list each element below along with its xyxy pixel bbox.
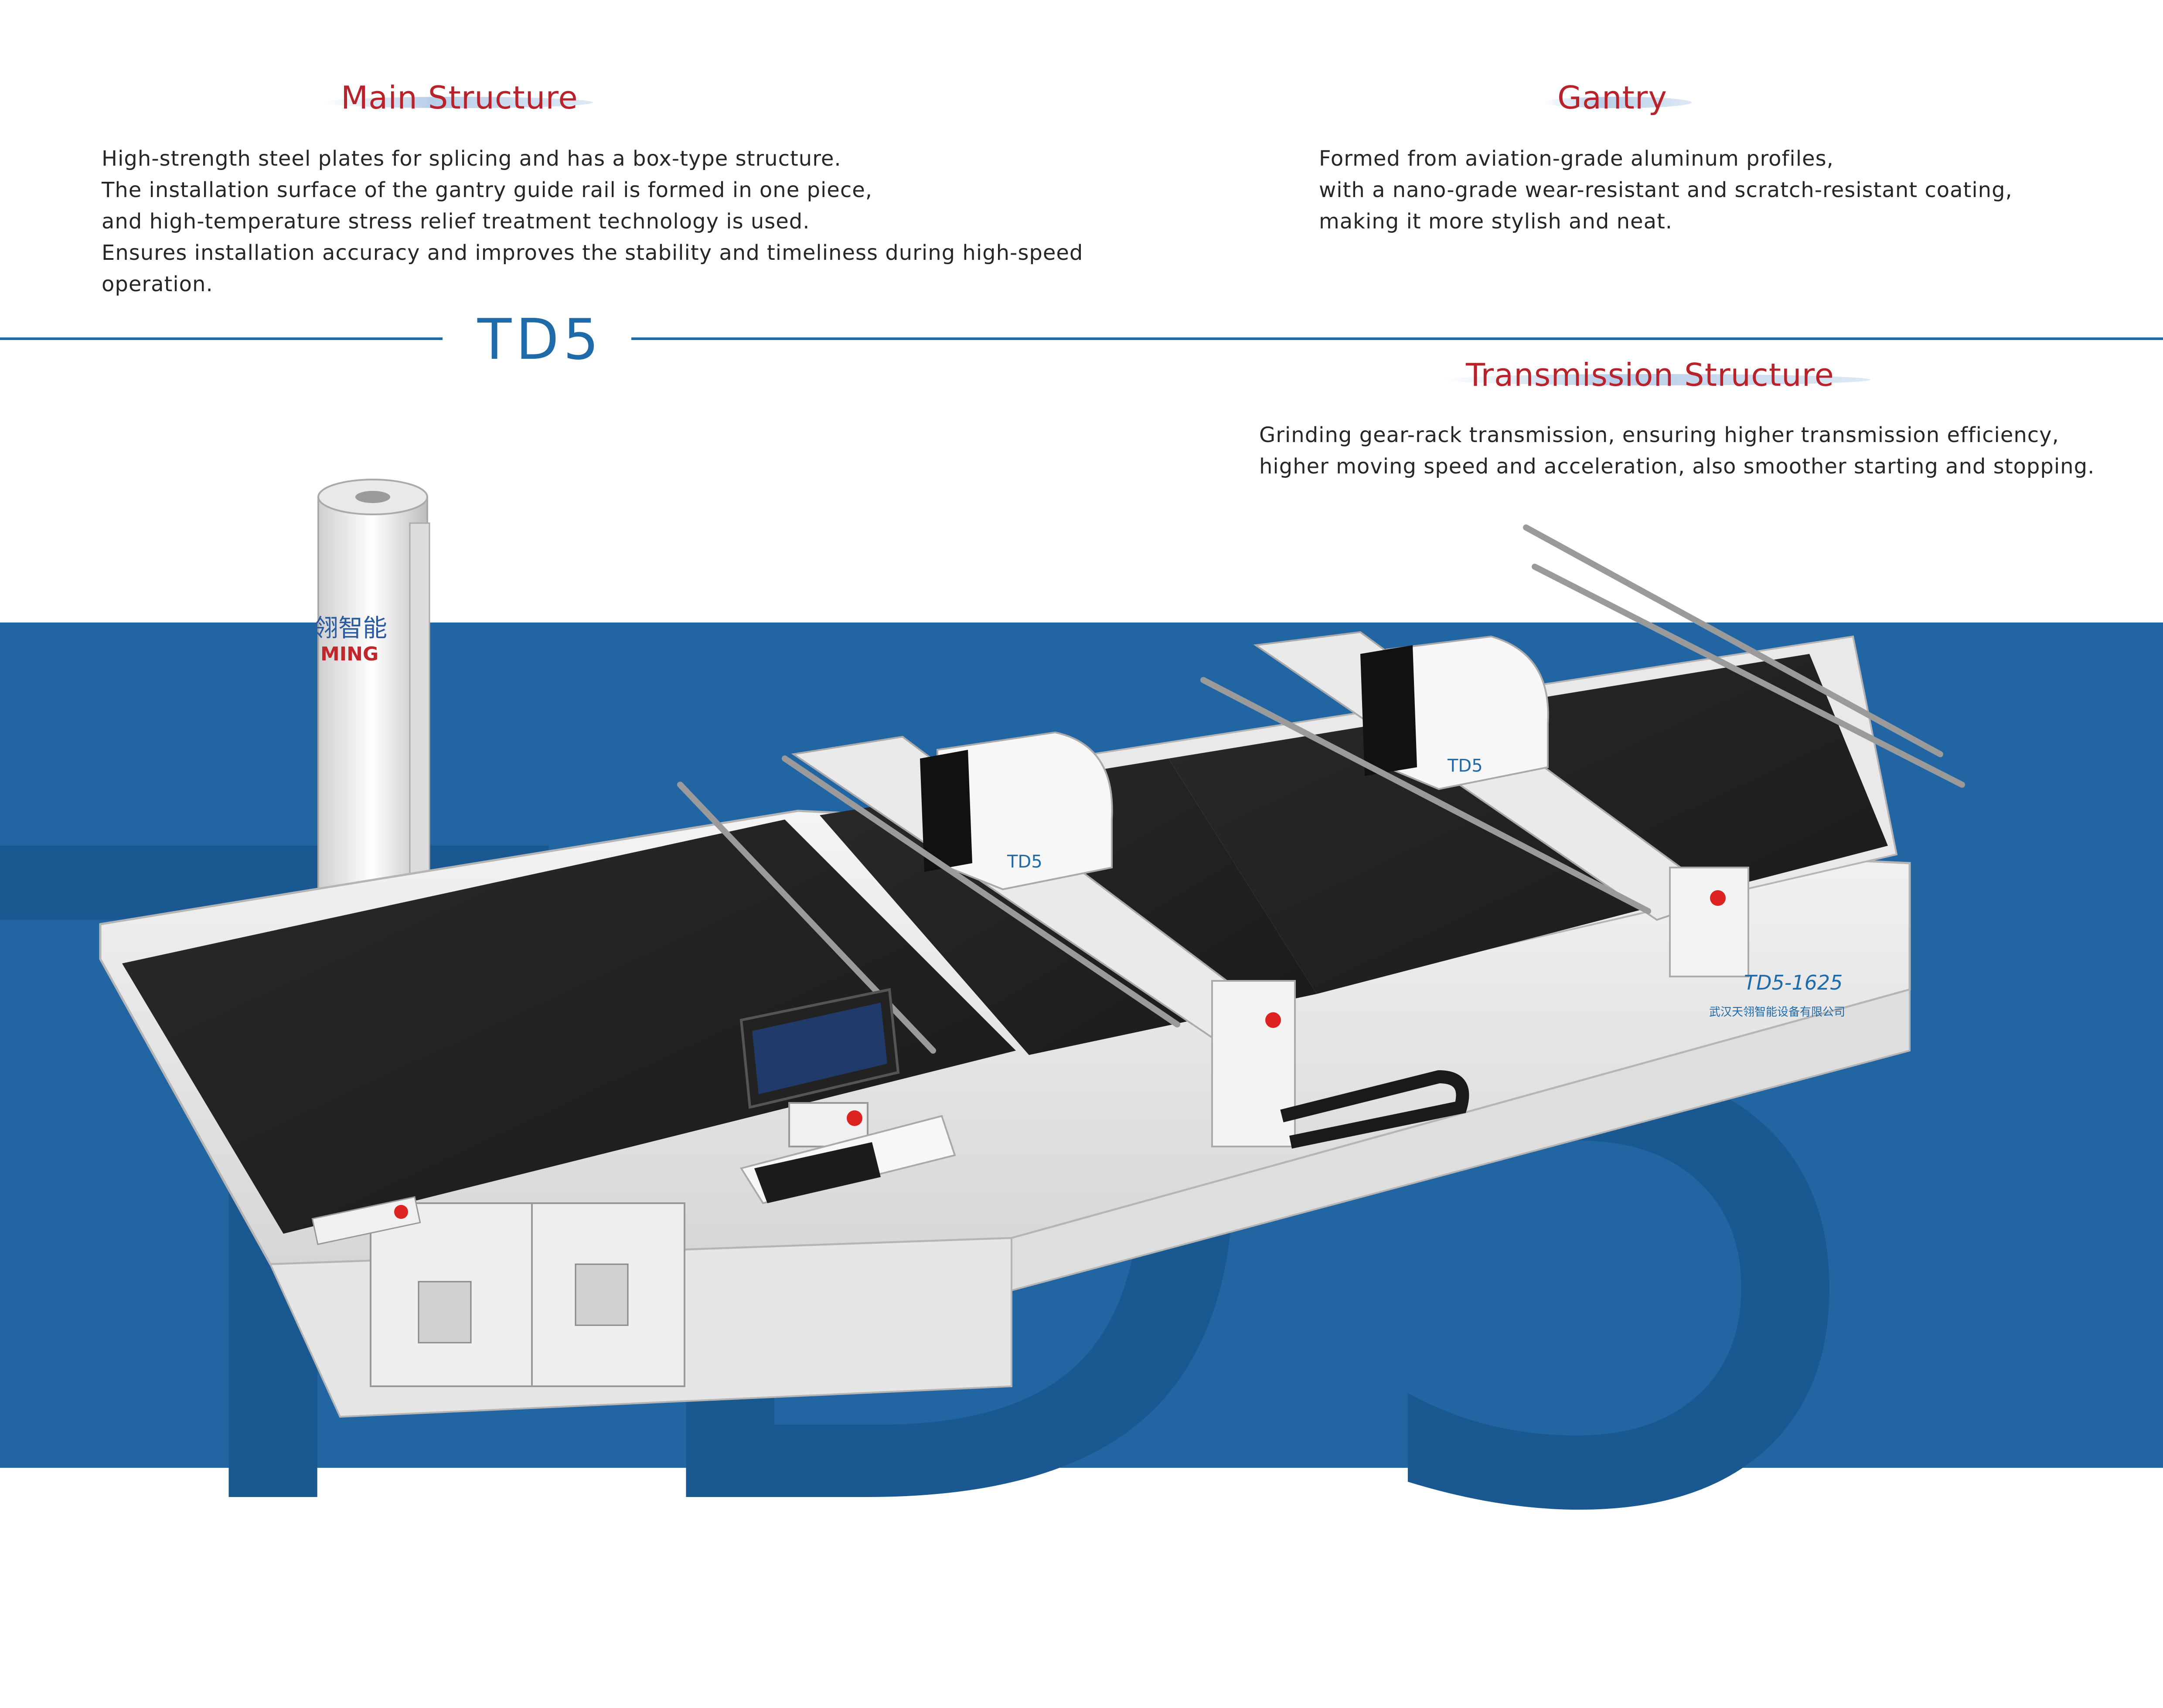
head-label: TD5 (1007, 852, 1042, 872)
desc-line: Formed from aviation-grade aluminum prof… (1319, 146, 1834, 171)
nameplate: TD5-1625 武汉天翎智能设备有限公司 (1709, 971, 1845, 1019)
title-swoosh (1443, 374, 1870, 385)
cutting-machine-illustration: 翎智能 MING TD5 TD5 (99, 479, 1965, 1418)
desc-line: Ensures installation accuracy and improv… (102, 241, 1083, 265)
control-desk (739, 1102, 956, 1204)
head-label: TD5 (1447, 756, 1483, 776)
main-structure-title: Main Structure (341, 79, 578, 116)
desc-line: with a nano-grade wear-resistant and scr… (1319, 178, 2013, 202)
desc-line: making it more stylish and neat. (1319, 209, 1673, 234)
model-heading: TD5 (477, 307, 603, 372)
front-switch-panel (311, 1196, 421, 1245)
cabinet (370, 1202, 685, 1387)
desc-line: Grinding gear-rack transmission, ensurin… (1259, 423, 2059, 447)
divider-right (631, 337, 2163, 340)
desc-line: and high-temperature stress relief treat… (102, 209, 810, 234)
gantry-title: Gantry (1557, 79, 1667, 116)
nameplate-company: 武汉天翎智能设备有限公司 (1709, 1006, 1845, 1019)
roll-brand-cn: 翎智能 (314, 614, 387, 643)
desc-line: higher moving speed and acceleration, al… (1259, 454, 2095, 479)
roll-brand-en: MING (320, 643, 378, 665)
transmission-description: Grinding gear-rack transmission, ensurin… (1259, 419, 2095, 482)
desc-line: operation. (102, 272, 213, 296)
divider-left (0, 337, 443, 340)
main-structure-description: High-strength steel plates for splicing … (102, 143, 1083, 300)
desc-line: High-strength steel plates for splicing … (102, 146, 841, 171)
gantry-description: Formed from aviation-grade aluminum prof… (1319, 143, 2013, 237)
transmission-structure-title: Transmission Structure (1466, 357, 1834, 393)
gantry-right: TD5 (1253, 631, 1749, 977)
title-swoosh (323, 97, 593, 108)
fabric-roll: 翎智能 MING (314, 479, 430, 890)
touch-monitor (739, 988, 900, 1109)
nameplate-model: TD5-1625 (1744, 971, 1843, 994)
desc-line: The installation surface of the gantry g… (102, 178, 872, 202)
gantry-left: TD5 (791, 731, 1296, 1147)
drag-chain (1280, 1070, 1469, 1149)
title-swoosh (1543, 97, 1692, 108)
